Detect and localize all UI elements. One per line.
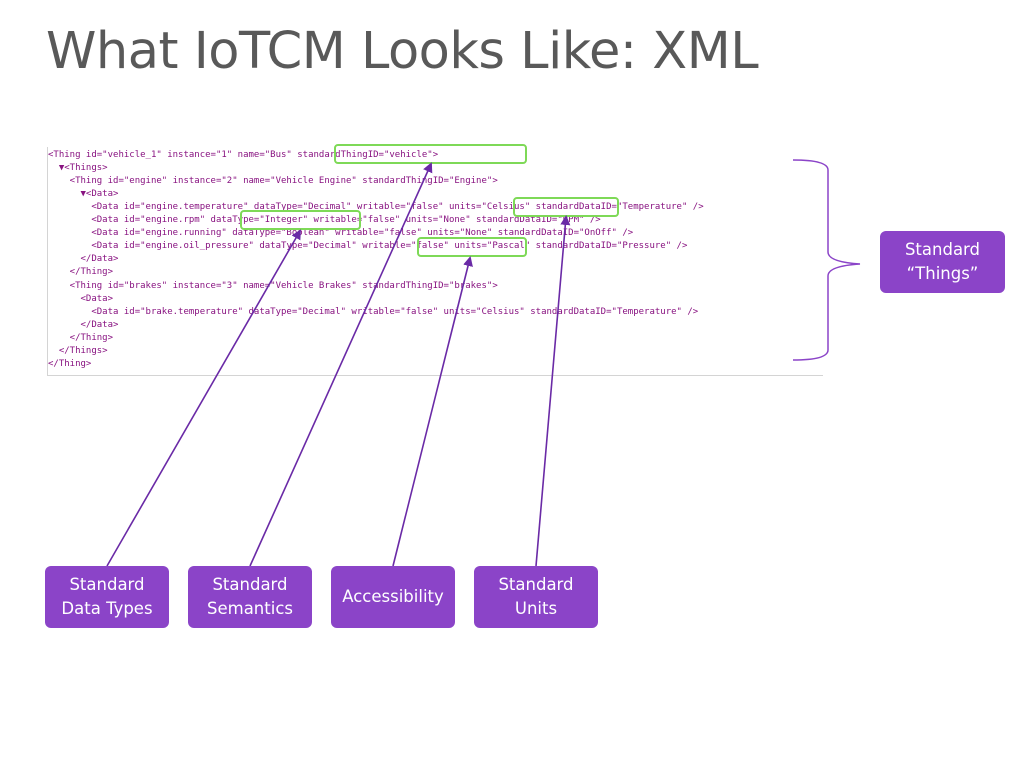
accessibility-label: Accessibility bbox=[331, 566, 455, 628]
xml-line: <Thing id="vehicle_1" instance="1" name=… bbox=[48, 150, 439, 160]
xml-line: </Thing> bbox=[48, 267, 114, 277]
xml-line: ▼<Data> bbox=[48, 189, 119, 199]
xml-line: <Thing id="brakes" instance="3" name="Ve… bbox=[48, 281, 498, 291]
standard-units-line2: Units bbox=[514, 599, 558, 618]
highlight-data-type bbox=[240, 210, 361, 230]
highlight-units bbox=[513, 197, 619, 217]
standard-data-types-line1: Standard bbox=[69, 575, 145, 594]
standard-semantics-line2: Semantics bbox=[207, 599, 293, 618]
standard-things-line1: Standard bbox=[904, 240, 981, 259]
standard-data-types-label: Standard Data Types bbox=[45, 566, 169, 628]
highlight-writable bbox=[417, 237, 527, 257]
xml-code-panel: <Thing id="vehicle_1" instance="1" name=… bbox=[47, 147, 823, 376]
standard-units-label: Standard Units bbox=[474, 566, 598, 628]
xml-line: <Data id="engine.oil_pressure" dataType=… bbox=[48, 241, 688, 251]
xml-line: </Thing> bbox=[48, 359, 92, 369]
xml-line: <Data> bbox=[48, 294, 114, 304]
accessibility-line1: Accessibility bbox=[342, 587, 444, 606]
standard-data-types-line2: Data Types bbox=[61, 599, 153, 618]
standard-semantics-label: Standard Semantics bbox=[188, 566, 312, 628]
standard-things-line2: “Things” bbox=[906, 264, 979, 283]
xml-line: </Data> bbox=[48, 254, 119, 264]
standard-semantics-line1: Standard bbox=[212, 575, 288, 594]
xml-line: </Thing> bbox=[48, 333, 114, 343]
xml-line: </Things> bbox=[48, 346, 108, 356]
slide-title: What IoTCM Looks Like: XML bbox=[46, 22, 759, 81]
highlight-standard-thing-id bbox=[334, 144, 527, 164]
xml-line: <Thing id="engine" instance="2" name="Ve… bbox=[48, 176, 498, 186]
xml-line: <Data id="brake.temperature" dataType="D… bbox=[48, 307, 699, 317]
xml-line: ▼<Things> bbox=[48, 163, 108, 173]
standard-things-label: Standard “Things” bbox=[880, 231, 1005, 293]
standard-units-line1: Standard bbox=[498, 575, 574, 594]
xml-line: </Data> bbox=[48, 320, 119, 330]
